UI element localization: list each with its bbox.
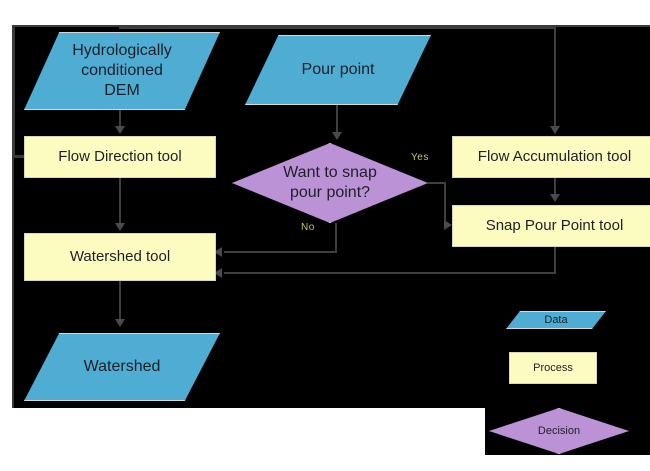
legend-label-decision: Decision xyxy=(537,425,581,437)
node-label: Snap Pour Point tool xyxy=(485,216,624,234)
node-label: Watershed tool xyxy=(69,247,171,265)
arrowhead-snap-to-watershedtool xyxy=(214,268,222,278)
connector-left-rail xyxy=(12,25,15,157)
connector-dem-to-flowaccum-vertical xyxy=(554,27,556,127)
node-label: Pour point xyxy=(301,61,375,78)
legend-item-data: Data xyxy=(506,311,606,329)
node-label: Want to snap pour point? xyxy=(283,164,377,201)
arrowhead-dem-to-flowdir xyxy=(115,126,125,134)
arrowhead-flowdir-to-watershedtool xyxy=(115,223,125,231)
connector-decision-yes-vertical xyxy=(444,182,446,224)
node-label: Flow Direction tool xyxy=(58,147,182,165)
connector-decision-yes-horizontal xyxy=(428,182,446,184)
branch-label-no: No xyxy=(301,222,315,233)
node-label: Flow Accumulation tool xyxy=(477,147,632,165)
arrowhead-decision-no-to-watershedtool xyxy=(214,247,222,257)
legend-item-process: Process xyxy=(509,352,597,384)
arrowhead-watershedtool-to-output xyxy=(115,319,125,327)
connector-pourpoint-to-decision xyxy=(336,105,338,133)
node-watershed-output[interactable]: Watershed xyxy=(24,333,220,401)
connector-left-rail-foot xyxy=(12,155,30,158)
node-watershed-tool[interactable]: Watershed tool xyxy=(24,233,216,281)
node-label: Hydrologically conditioned DEM xyxy=(72,42,172,99)
branch-label-yes: Yes xyxy=(411,152,429,163)
arrowhead-decision-yes-to-snap xyxy=(444,220,452,230)
node-flow-direction-tool[interactable]: Flow Direction tool xyxy=(24,136,216,178)
connector-decision-no-vertical xyxy=(335,223,337,253)
node-label: Watershed xyxy=(83,358,161,375)
connector-flowdir-to-watershedtool xyxy=(119,178,121,225)
node-snap-pour-point-tool[interactable]: Snap Pour Point tool xyxy=(452,205,650,247)
connector-dem-to-flowdir xyxy=(119,110,121,128)
connector-snap-to-watershedtool-horizontal xyxy=(224,272,556,274)
connector-flowaccum-to-snap xyxy=(554,178,556,196)
arrowhead-flowaccum-to-snap xyxy=(550,194,560,202)
connector-decision-no-horizontal xyxy=(224,251,337,253)
legend-label-process: Process xyxy=(533,362,573,374)
node-flow-accumulation-tool[interactable]: Flow Accumulation tool xyxy=(452,136,650,178)
connector-snap-to-watershedtool-vertical xyxy=(554,247,556,273)
connector-watershedtool-to-output xyxy=(119,281,121,321)
arrowhead-dem-to-flowaccum xyxy=(550,126,560,134)
connector-dem-to-flowaccum-horizontal xyxy=(119,27,556,29)
legend-label-data: Data xyxy=(544,314,568,326)
arrowhead-pourpoint-to-decision xyxy=(332,132,342,140)
